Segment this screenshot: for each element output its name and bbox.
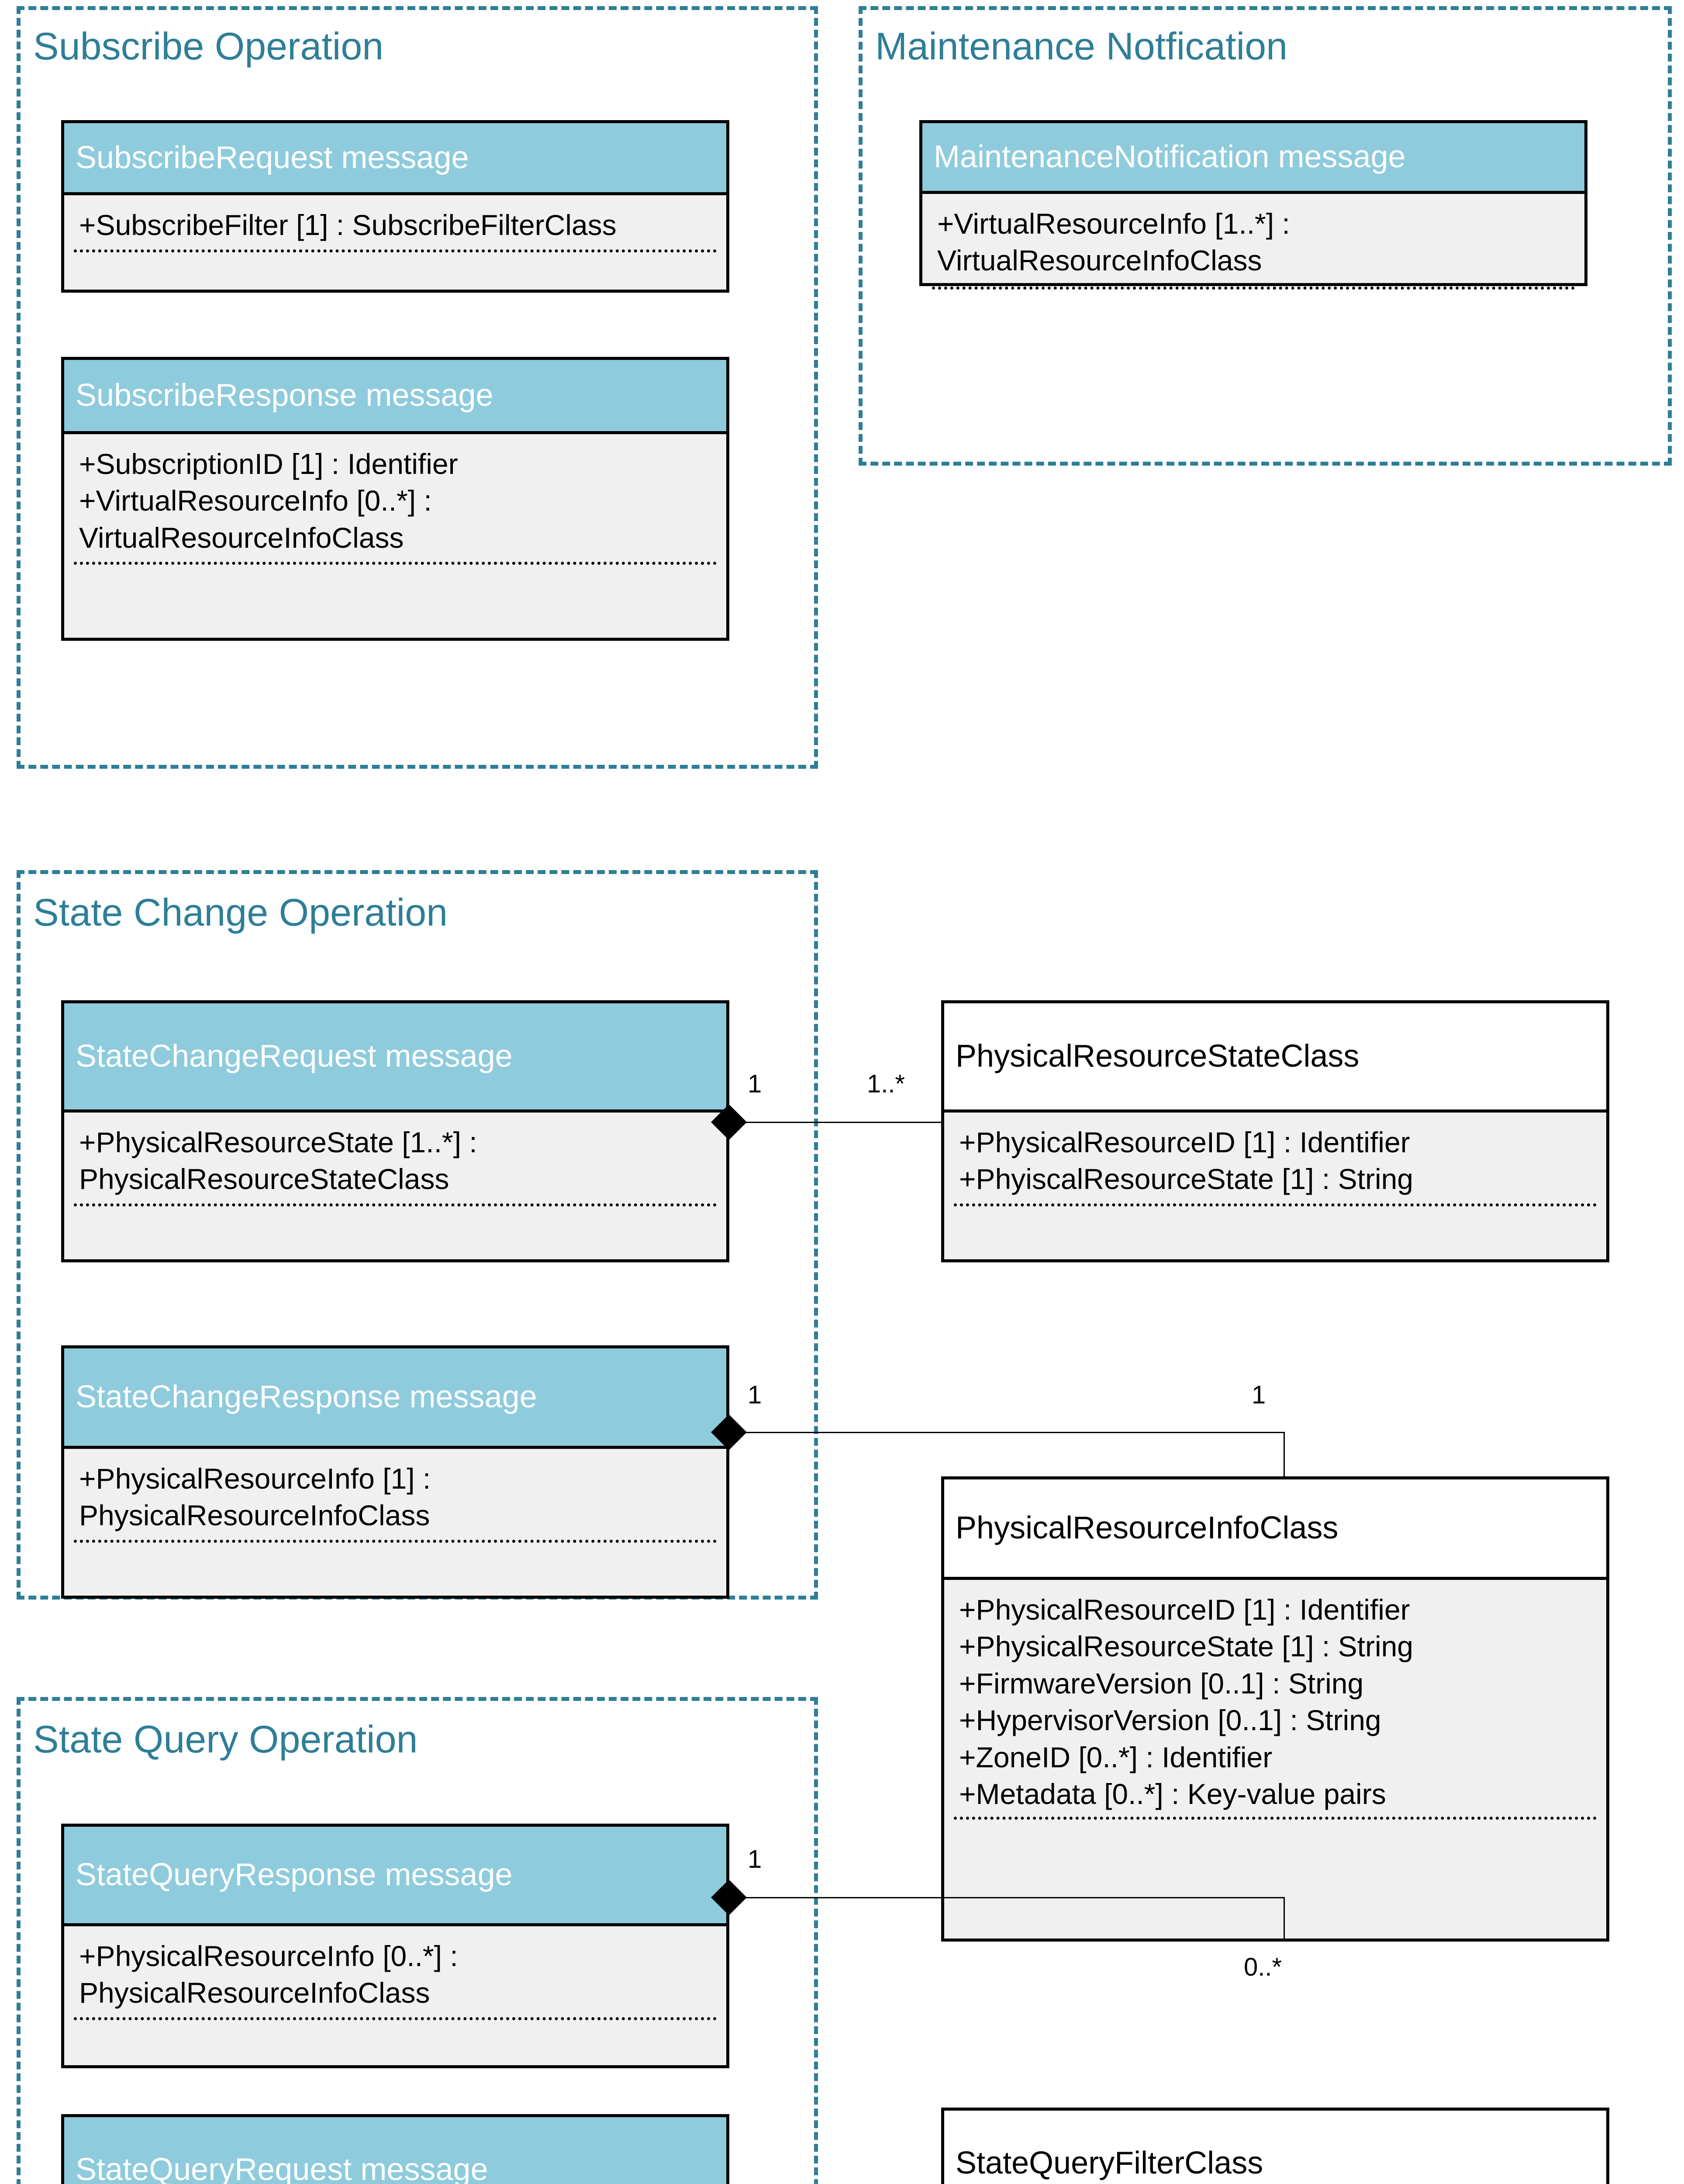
box-title-physical-resource-info-class: PhysicalResourceInfoClass	[944, 1479, 1606, 1580]
box-body-physical-resource-state-class: +PhysicalResourceID [1] : Identifier +Ph…	[944, 1113, 1606, 1259]
frame-title-maintenance-notification: Maintenance Notfication	[869, 27, 1294, 66]
multiplicity-label: 1	[1252, 1381, 1266, 1409]
frame-title-state-change-operation: State Change Operation	[27, 893, 454, 932]
box-title-state-query-filter-class: StateQueryFilterClass	[944, 2111, 1606, 2184]
box-title-state-change-response: StateChangeResponse message	[64, 1348, 726, 1449]
box-body-physical-resource-info-class: +PhysicalResourceID [1] : Identifier +Ph…	[944, 1580, 1606, 1939]
box-state-query-request[interactable]: StateQueryRequest message StateQueryFilt…	[61, 2114, 729, 2184]
box-title-subscribe-request: SubscribeRequest message	[64, 123, 726, 195]
attribute: +PhysicalResourceInfo [0..*] :	[79, 1940, 458, 1972]
multiplicity-label: 1	[748, 1381, 762, 1409]
association-line	[1284, 1897, 1285, 1942]
frame-title-subscribe-operation: Subscribe Operation	[27, 27, 390, 66]
association-line	[742, 1432, 1284, 1433]
box-title-state-query-request: StateQueryRequest message	[64, 2117, 726, 2184]
attribute: VirtualResourceInfoClass	[79, 521, 404, 554]
attribute: PhysicalResourceInfoClass	[79, 1499, 430, 1532]
box-title-maintenance-notification: MaintenanceNotification message	[922, 123, 1584, 194]
attribute: +PhysicalResourceInfo [1] :	[79, 1462, 431, 1495]
attribute-separator	[954, 1203, 1597, 1206]
association-line	[1284, 1432, 1285, 1478]
box-title-state-query-response: StateQueryResponse message	[64, 1827, 726, 1926]
attribute-separator	[74, 1203, 717, 1206]
box-subscribe-response[interactable]: SubscribeResponse message +SubscriptionI…	[61, 357, 729, 641]
box-title-physical-resource-state-class: PhysicalResourceStateClass	[944, 1003, 1606, 1113]
box-maintenance-notification[interactable]: MaintenanceNotification message +Virtual…	[919, 120, 1587, 290]
attribute: +Metadata [0..*] : Key-value pairs	[959, 1778, 1386, 1811]
attribute: +ZoneID [0..*] : Identifier	[959, 1741, 1273, 1773]
box-physical-resource-info-class[interactable]: PhysicalResourceInfoClass +PhysicalResou…	[941, 1476, 1609, 1942]
attribute: +HypervisorVersion [0..1] : String	[959, 1704, 1381, 1737]
attribute: +FirmwareVersion [0..1] : String	[959, 1667, 1364, 1700]
attribute: +SubscriptionID [1] : Identifier	[79, 448, 458, 480]
attribute: +VirtualResourceInfo [1..*] :	[937, 207, 1290, 240]
multiplicity-label: 1..*	[867, 1070, 905, 1098]
box-body-subscribe-request: +SubscribeFilter [1] : SubscribeFilterCl…	[64, 195, 726, 290]
attribute: +VirtualResourceInfo [0..*] :	[79, 484, 432, 517]
attribute-separator	[74, 249, 717, 252]
box-title-subscribe-response: SubscribeResponse message	[64, 360, 726, 434]
multiplicity-label: 0..*	[1244, 1953, 1282, 1981]
association-line	[742, 1897, 1284, 1898]
box-state-change-request[interactable]: StateChangeRequest message +PhysicalReso…	[61, 1000, 729, 1262]
box-state-query-response[interactable]: StateQueryResponse message +PhysicalReso…	[61, 1824, 729, 2068]
box-physical-resource-state-class[interactable]: PhysicalResourceStateClass +PhysicalReso…	[941, 1000, 1609, 1262]
frame-state-query-operation	[17, 1697, 818, 2184]
association-line	[742, 1122, 942, 1123]
attribute: +PhysicalResourceState [1..*] :	[79, 1126, 477, 1158]
attribute-separator	[74, 2017, 717, 2020]
box-state-query-filter-class[interactable]: StateQueryFilterClass +PhysicalResourceI…	[941, 2108, 1609, 2184]
attribute-separator	[954, 1817, 1597, 1820]
box-subscribe-request[interactable]: SubscribeRequest message +SubscribeFilte…	[61, 120, 729, 293]
attribute-separator	[74, 562, 717, 565]
box-body-maintenance-notification: +VirtualResourceInfo [1..*] : VirtualRes…	[922, 194, 1584, 290]
attribute-separator	[932, 287, 1575, 290]
frame-subscribe-operation	[17, 6, 818, 769]
attribute: VirtualResourceInfoClass	[937, 244, 1262, 277]
box-body-state-query-response: +PhysicalResourceInfo [0..*] : PhysicalR…	[64, 1926, 726, 2065]
attribute: PhysicalResourceInfoClass	[79, 1977, 430, 2009]
attribute: +PhysicalResourceID [1] : Identifier	[959, 1126, 1410, 1158]
box-body-state-change-response: +PhysicalResourceInfo [1] : PhysicalReso…	[64, 1449, 726, 1596]
frame-title-state-query-operation: State Query Operation	[27, 1720, 424, 1759]
box-state-change-response[interactable]: StateChangeResponse message +PhysicalRes…	[61, 1345, 729, 1599]
attribute-separator	[74, 1540, 717, 1543]
box-title-state-change-request: StateChangeRequest message	[64, 1003, 726, 1113]
frame-maintenance-notification	[859, 6, 1672, 466]
attribute: +PhysicalResourceState [1] : String	[959, 1630, 1414, 1663]
box-body-subscribe-response: +SubscriptionID [1] : Identifier +Virtua…	[64, 434, 726, 638]
attribute: +SubscribeFilter [1] : SubscribeFilterCl…	[79, 209, 617, 241]
attribute: +PhysicalResourceID [1] : Identifier	[959, 1593, 1410, 1626]
attribute: +PhyiscalResourceState [1] : String	[959, 1163, 1414, 1196]
attribute: PhysicalResourceStateClass	[79, 1163, 449, 1196]
multiplicity-label: 1	[748, 1845, 762, 1873]
multiplicity-label: 1	[748, 1070, 762, 1098]
box-body-state-change-request: +PhysicalResourceState [1..*] : Physical…	[64, 1113, 726, 1259]
